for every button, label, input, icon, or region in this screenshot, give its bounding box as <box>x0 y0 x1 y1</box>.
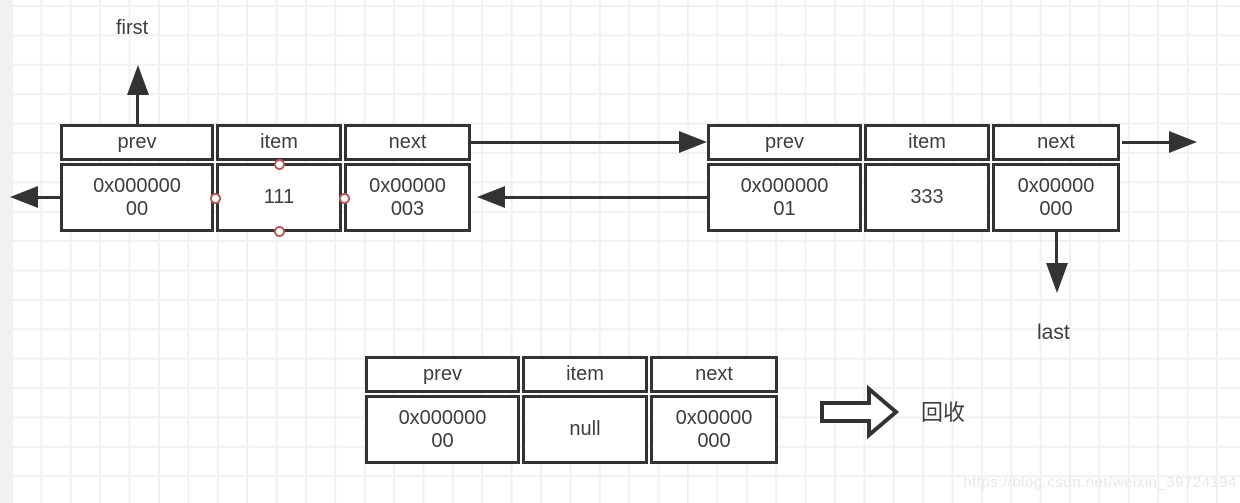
node3-header-next: next <box>650 356 778 393</box>
node2-value-item: 333 <box>864 163 990 232</box>
node2-value-prev: 0x000000 01 <box>707 163 862 232</box>
node1-value-item: 111 <box>216 163 342 232</box>
first-pointer-label: first <box>116 17 149 39</box>
node2-header-next: next <box>992 124 1120 161</box>
list-node-111: prev item next 0x000000 00 111 0x00000 0… <box>60 124 471 232</box>
list-node-333: prev item next 0x000000 01 333 0x00000 0… <box>707 124 1120 232</box>
recycle-block-arrow-icon <box>819 383 901 446</box>
selection-handle-bottom <box>274 226 285 237</box>
left-gutter <box>0 0 11 503</box>
node3-value-prev: 0x000000 00 <box>365 395 520 464</box>
node3-value-item: null <box>522 395 648 464</box>
node3-header-prev: prev <box>365 356 520 393</box>
recycle-label: 回收 <box>921 400 966 425</box>
node2-header-item: item <box>864 124 990 161</box>
last-pointer-label: last <box>1037 321 1070 344</box>
node1-header-item: item <box>216 124 342 161</box>
node3-value-next: 0x00000 000 <box>650 395 778 464</box>
node1-header-prev: prev <box>60 124 214 161</box>
node2-value-next: 0x00000 000 <box>992 163 1120 232</box>
node1-header-next: next <box>344 124 471 161</box>
node1-value-next: 0x00000 003 <box>344 163 471 232</box>
node1-value-prev: 0x000000 00 <box>60 163 214 232</box>
selection-handle-left <box>210 193 221 204</box>
node3-header-item: item <box>522 356 648 393</box>
selection-handle-top <box>274 159 285 170</box>
node2-header-prev: prev <box>707 124 862 161</box>
watermark-url: https://blog.csdn.net/weixin_39724194 <box>963 474 1237 491</box>
list-node-recycled: prev item next 0x000000 00 null 0x00000 … <box>365 356 778 464</box>
selection-handle-right <box>339 193 350 204</box>
